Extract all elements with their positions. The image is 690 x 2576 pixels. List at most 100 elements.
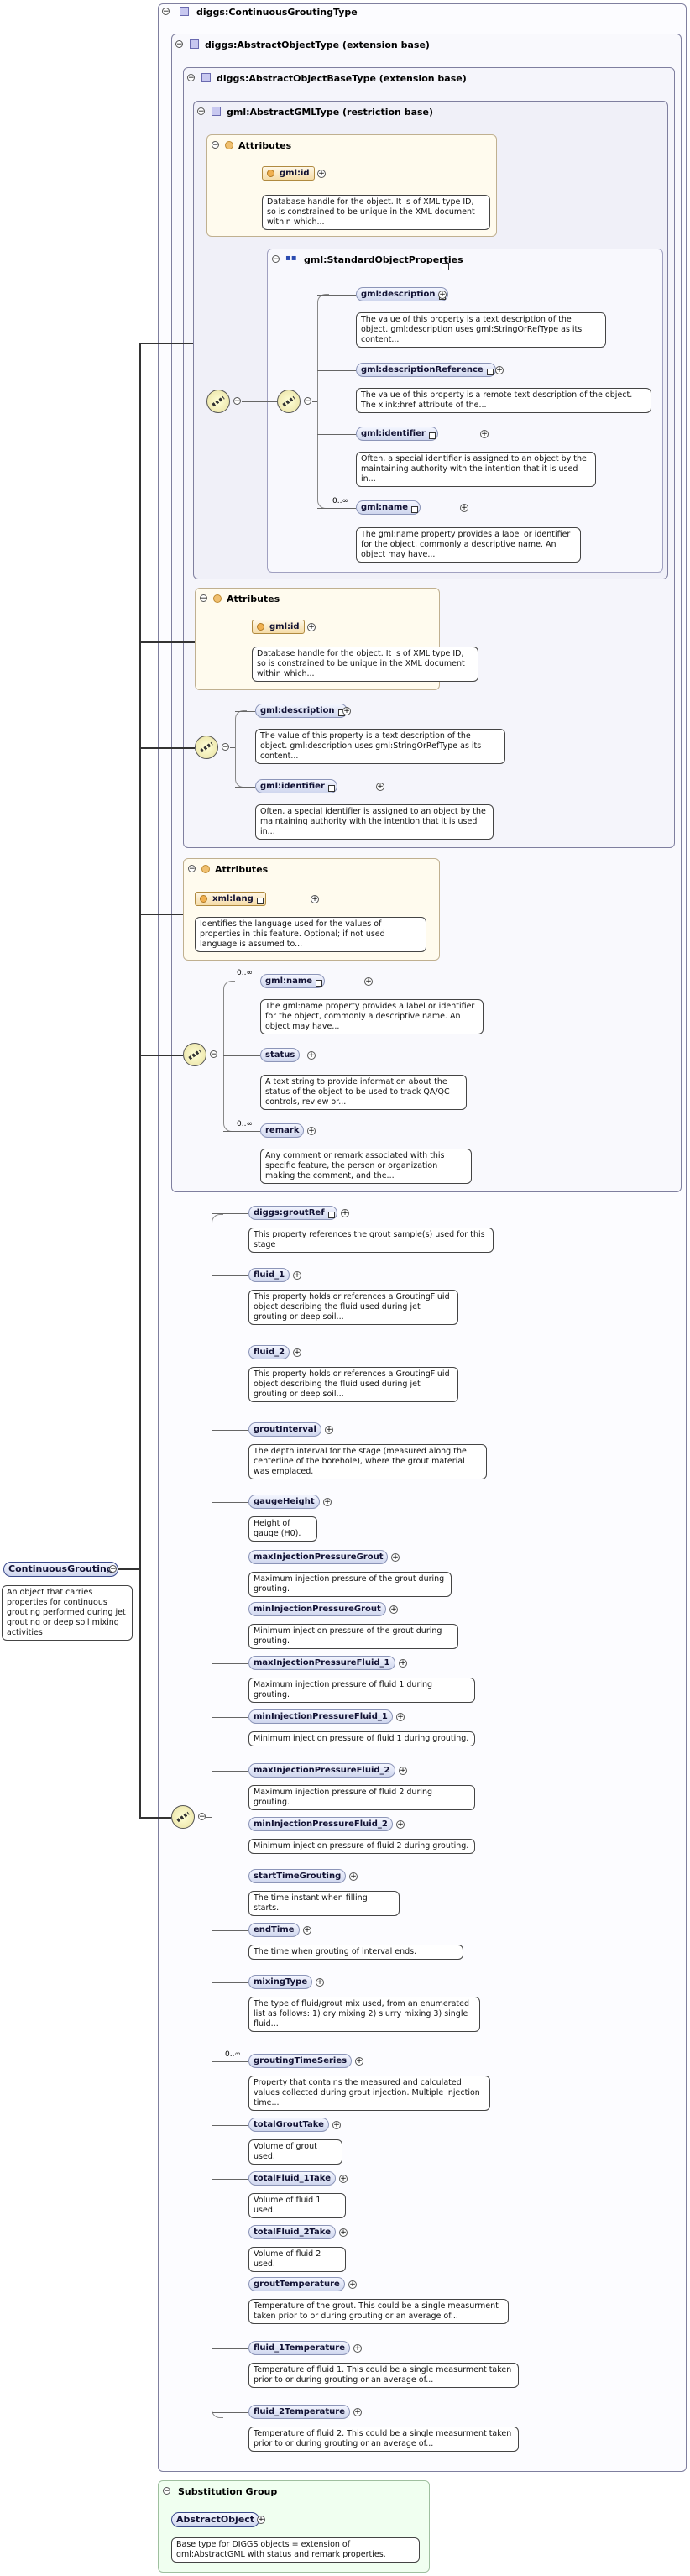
expand-icon[interactable] (353, 2408, 362, 2416)
collapse-icon[interactable] (187, 74, 195, 81)
expand-icon[interactable] (307, 623, 316, 631)
collapse-icon[interactable] (304, 397, 311, 405)
collapse-icon[interactable] (210, 1050, 217, 1058)
expand-icon[interactable] (399, 1767, 407, 1775)
expand-icon[interactable] (396, 1713, 405, 1721)
collapse-icon[interactable] (162, 8, 170, 15)
abstract-object-desc: Base type for DIGGS objects = extension … (171, 2537, 420, 2563)
collapse-icon[interactable] (198, 1813, 206, 1820)
expand-icon[interactable] (399, 1659, 407, 1668)
expand-icon[interactable] (391, 1553, 400, 1562)
reference-icon[interactable] (442, 263, 449, 270)
expand-icon[interactable] (325, 1426, 333, 1434)
continuous-grouting-element[interactable]: ContinuousGrouting (3, 1562, 118, 1577)
gml-id-attribute[interactable]: gml:id (262, 166, 315, 181)
collapse-icon[interactable] (222, 743, 229, 751)
multiplicity: 0..∞ (237, 969, 253, 977)
remark-element[interactable]: remark (260, 1123, 305, 1138)
max-injection-pressure-grout-element[interactable]: maxInjectionPressureGrout (248, 1550, 389, 1564)
expand-icon[interactable] (438, 291, 447, 299)
expand-icon[interactable] (460, 504, 468, 512)
expand-icon[interactable] (376, 783, 384, 791)
expand-icon[interactable] (293, 1348, 301, 1357)
expand-icon[interactable] (307, 1127, 316, 1135)
end-time-element[interactable]: endTime (248, 1923, 300, 1937)
gml-identifier-element[interactable]: gml:identifier (356, 427, 438, 441)
max-injection-pressure-fluid-1-element[interactable]: maxInjectionPressureFluid_1 (248, 1656, 395, 1670)
expand-icon[interactable] (307, 1051, 316, 1060)
expand-icon[interactable] (364, 977, 373, 986)
expand-icon[interactable] (341, 1209, 349, 1217)
min-injection-pressure-fluid-1-element[interactable]: minInjectionPressureFluid_1 (248, 1709, 393, 1724)
attribute-icon (200, 895, 207, 903)
collapse-icon[interactable] (188, 865, 196, 872)
sequence-icon[interactable] (183, 1043, 206, 1066)
expand-icon[interactable] (355, 2057, 363, 2066)
expand-icon[interactable] (353, 2344, 362, 2353)
expand-icon[interactable] (396, 1820, 405, 1829)
grout-interval-element[interactable]: groutInterval (248, 1422, 321, 1437)
total-grout-take-desc: Volume of grout used. (248, 2139, 342, 2165)
max-injection-pressure-fluid-2-element[interactable]: maxInjectionPressureFluid_2 (248, 1763, 395, 1778)
fluid-2-element[interactable]: fluid_2 (248, 1345, 290, 1359)
collapse-icon[interactable] (233, 397, 241, 405)
collapse-icon[interactable] (109, 1565, 117, 1573)
grouting-time-series-desc: Property that contains the measured and … (248, 2076, 490, 2111)
collapse-icon[interactable] (200, 594, 207, 602)
gml-name-element[interactable]: gml:name (356, 500, 421, 515)
gml-description-reference-element[interactable]: gml:descriptionReference (356, 363, 496, 377)
mixing-type-desc: The type of fluid/grout mix used, from a… (248, 1997, 480, 2032)
gml-id-attribute[interactable]: gml:id (252, 620, 305, 634)
min-injection-pressure-grout-element[interactable]: minInjectionPressureGrout (248, 1602, 386, 1616)
status-element[interactable]: status (260, 1048, 301, 1062)
expand-icon[interactable] (339, 2228, 348, 2237)
expand-icon[interactable] (293, 1271, 301, 1280)
expand-icon[interactable] (342, 707, 351, 715)
start-time-grouting-element[interactable]: startTimeGrouting (248, 1869, 347, 1883)
sequence-icon[interactable] (171, 1805, 195, 1829)
gauge-height-element[interactable]: gaugeHeight (248, 1495, 320, 1509)
expand-icon[interactable] (316, 1978, 324, 1987)
grout-temperature-desc: Temperature of the grout. This could be … (248, 2299, 509, 2324)
expand-icon[interactable] (311, 895, 319, 903)
expand-icon[interactable] (348, 2280, 357, 2289)
abstract-object-element[interactable]: AbstractObject (171, 2512, 260, 2527)
expand-icon[interactable] (257, 2516, 265, 2524)
total-fluid-1-take-element[interactable]: totalFluid_1Take (248, 2171, 336, 2186)
total-grout-take-element[interactable]: totalGroutTake (248, 2118, 329, 2132)
collapse-icon[interactable] (175, 40, 183, 48)
expand-icon[interactable] (389, 1605, 398, 1614)
collapse-icon[interactable] (163, 2487, 170, 2495)
grout-temperature-element[interactable]: groutTemperature (248, 2277, 345, 2291)
expand-icon[interactable] (317, 170, 326, 178)
expand-icon[interactable] (349, 1872, 358, 1881)
gml-name-element[interactable]: gml:name (260, 974, 326, 988)
total-fluid-2-take-element[interactable]: totalFluid_2Take (248, 2225, 336, 2239)
attributes-label: Attributes (227, 594, 280, 605)
grout-ref-element[interactable]: diggs:groutRef (248, 1206, 337, 1220)
expand-icon[interactable] (480, 430, 489, 438)
fluid-1-temperature-element[interactable]: fluid_1Temperature (248, 2341, 351, 2355)
sequence-icon[interactable] (277, 390, 301, 413)
expand-icon[interactable] (303, 1926, 311, 1935)
expand-icon[interactable] (332, 2121, 341, 2129)
gml-id-description: Database handle for the object. It is of… (262, 195, 490, 230)
class-icon (212, 107, 221, 116)
expand-icon[interactable] (339, 2175, 348, 2183)
sequence-icon[interactable] (206, 390, 230, 413)
expand-icon[interactable] (495, 366, 504, 374)
sequence-icon[interactable] (195, 736, 218, 759)
collapse-icon[interactable] (197, 107, 205, 115)
mixing-type-element[interactable]: mixingType (248, 1975, 313, 1989)
fluid-2-temperature-element[interactable]: fluid_2Temperature (248, 2405, 351, 2419)
collapse-icon[interactable] (212, 141, 219, 149)
min-injection-pressure-fluid-2-element[interactable]: minInjectionPressureFluid_2 (248, 1817, 393, 1831)
xml-lang-attribute[interactable]: xml:lang (195, 892, 266, 906)
gml-description-element[interactable]: gml:description (356, 287, 448, 301)
fluid-1-element[interactable]: fluid_1 (248, 1268, 290, 1282)
collapse-icon[interactable] (272, 255, 280, 263)
expand-icon[interactable] (323, 1498, 332, 1506)
grouting-time-series-element[interactable]: groutingTimeSeries (248, 2054, 353, 2068)
gml-description-element[interactable]: gml:description (255, 704, 348, 718)
gml-identifier-element[interactable]: gml:identifier (255, 779, 337, 793)
